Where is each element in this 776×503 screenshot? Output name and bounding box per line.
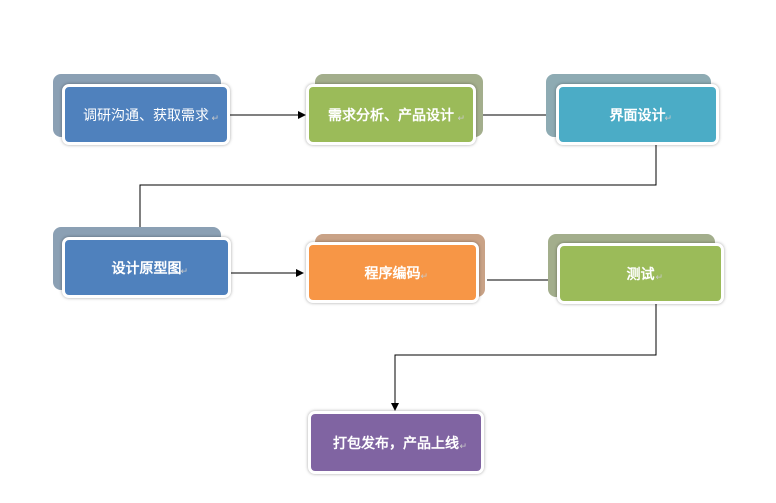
arrow-step6-to-step7 — [391, 302, 657, 411]
step-5-label: 程序编码 — [364, 265, 421, 282]
return-mark-icon: ↵ — [211, 114, 219, 124]
step-1-box[interactable]: 调研沟通、获取需求↵ — [62, 84, 230, 145]
return-mark-icon: ↵ — [655, 273, 663, 283]
return-mark-icon: ↵ — [457, 114, 465, 124]
step-1-label: 调研沟通、获取需求 — [83, 107, 209, 124]
step-6-label: 测试 — [626, 266, 655, 283]
step-3-label: 界面设计 — [609, 107, 666, 124]
step-2-box[interactable]: 需求分析、产品设计↵ — [306, 84, 476, 145]
return-mark-icon: ↵ — [459, 442, 467, 452]
step-5-box[interactable]: 程序编码↵ — [306, 242, 479, 303]
step-7-box[interactable]: 打包发布，产品上线↵ — [308, 411, 484, 474]
arrow-step3-to-step4 — [136, 145, 657, 237]
step-6-box[interactable]: 测试↵ — [557, 243, 724, 304]
step-7-label: 打包发布，产品上线 — [333, 435, 459, 452]
step-2-label: 需求分析、产品设计 — [328, 107, 454, 124]
return-mark-icon: ↵ — [180, 267, 188, 277]
step-3-box[interactable]: 界面设计↵ — [556, 84, 719, 145]
return-mark-icon: ↵ — [420, 272, 428, 282]
step-4-label: 设计原型图 — [111, 260, 182, 277]
return-mark-icon: ↵ — [664, 114, 672, 124]
step-4-box[interactable]: 设计原型图↵ — [62, 237, 231, 298]
